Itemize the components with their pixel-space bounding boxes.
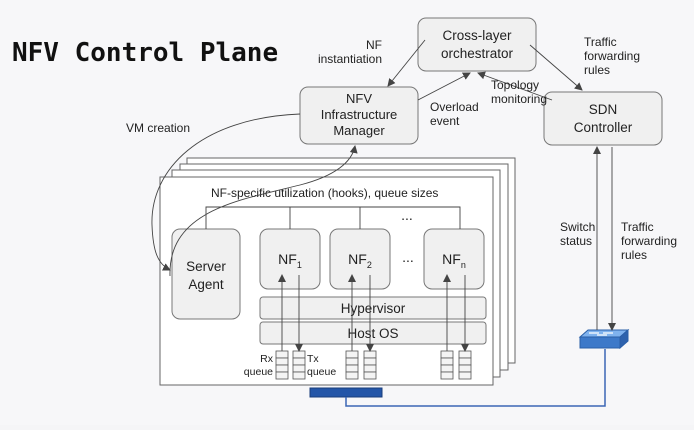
slide-title: NFV Control Plane <box>12 38 278 68</box>
nfv-manager-line-3: Manager <box>333 123 385 138</box>
queue-group-nf2 <box>345 350 377 380</box>
traffic-rules-right-1: Traffic <box>621 220 654 234</box>
overload-event-label-2: event <box>430 114 460 128</box>
switch-status-label-1: Switch <box>560 220 595 234</box>
rx-label-2: queue <box>244 366 273 378</box>
hypervisor-bar: Hypervisor <box>259 296 487 320</box>
agent-to-manager-curve <box>169 145 358 277</box>
sdn-line-2: Controller <box>574 120 633 135</box>
queue-group-nf1 <box>275 350 306 380</box>
nf2-box: NF2 <box>329 228 391 290</box>
traffic-forwarding-top-3: rules <box>584 63 610 77</box>
nf1-label: NF <box>278 251 297 267</box>
overload-event-label-1: Overload <box>430 100 479 114</box>
server-agent-line-2: Agent <box>188 277 224 292</box>
traffic-rules-right-3: rules <box>621 248 647 262</box>
tx-label-1: Tx <box>307 353 319 365</box>
server-agent-box: Server Agent <box>171 228 241 320</box>
traffic-forwarding-top-1: Traffic <box>584 35 617 49</box>
orchestrator-line-1: Cross-layer <box>442 28 512 43</box>
host-os-label: Host OS <box>347 326 398 341</box>
queue-arrows <box>278 274 469 352</box>
host-os-bar: Host OS <box>259 321 487 345</box>
nfv-infrastructure-manager-box: NFV Infrastructure Manager <box>299 86 419 145</box>
hooks-label: NF-specific utilization (hooks), queue s… <box>211 186 438 200</box>
nf2-subscript: 2 <box>367 260 372 270</box>
nic <box>309 387 383 398</box>
server-agent-line-1: Server <box>186 259 226 274</box>
traffic-rules-right-2: forwarding <box>621 234 677 248</box>
switch-status-label-2: status <box>560 234 592 248</box>
hypervisor-label: Hypervisor <box>341 301 406 316</box>
nf2-label: NF <box>348 251 367 267</box>
nf-ellipsis-top: ... <box>401 207 413 223</box>
traffic-forwarding-arrow <box>529 44 583 91</box>
nf-instantiation-label-1: NF <box>366 38 382 52</box>
topology-monitoring-label-2: monitoring <box>491 92 547 106</box>
nf1-box: NF1 <box>259 228 321 290</box>
vm-creation-curve <box>151 113 301 271</box>
hooks-line <box>205 206 461 229</box>
traffic-forwarding-top-2: forwarding <box>584 49 640 63</box>
switch-link <box>345 349 606 407</box>
nfn-label: NF <box>442 251 461 267</box>
nfn-subscript: n <box>461 260 466 270</box>
vm-creation-label: VM creation <box>126 121 190 135</box>
nf1-subscript: 1 <box>297 260 302 270</box>
nfn-box: NFn <box>423 228 485 290</box>
sdn-controller-box: SDN Controller <box>543 91 663 146</box>
queue-group-nfn <box>440 350 472 380</box>
nfv-manager-line-1: NFV <box>346 91 372 106</box>
topology-monitoring-arrow <box>477 71 553 101</box>
rx-label-1: Rx <box>260 353 274 365</box>
topology-monitoring-label-1: Topology <box>491 78 539 92</box>
svg-text:NFn: NFn <box>442 251 466 270</box>
sdn-line-1: SDN <box>589 102 618 117</box>
nfv-manager-line-2: Infrastructure <box>321 107 398 122</box>
nf-instantiation-arrow <box>387 39 426 87</box>
tx-label-2: queue <box>307 366 336 378</box>
svg-text:NF2: NF2 <box>348 251 372 270</box>
switch-icon <box>578 328 630 350</box>
cross-layer-orchestrator-box: Cross-layer orchestrator <box>417 17 537 72</box>
svg-text:NF1: NF1 <box>278 251 302 270</box>
orchestrator-line-2: orchestrator <box>441 46 514 61</box>
overload-event-arrow <box>417 72 471 101</box>
nf-instantiation-label-2: instantiation <box>318 52 382 66</box>
nf-ellipsis-middle: ... <box>402 249 414 265</box>
